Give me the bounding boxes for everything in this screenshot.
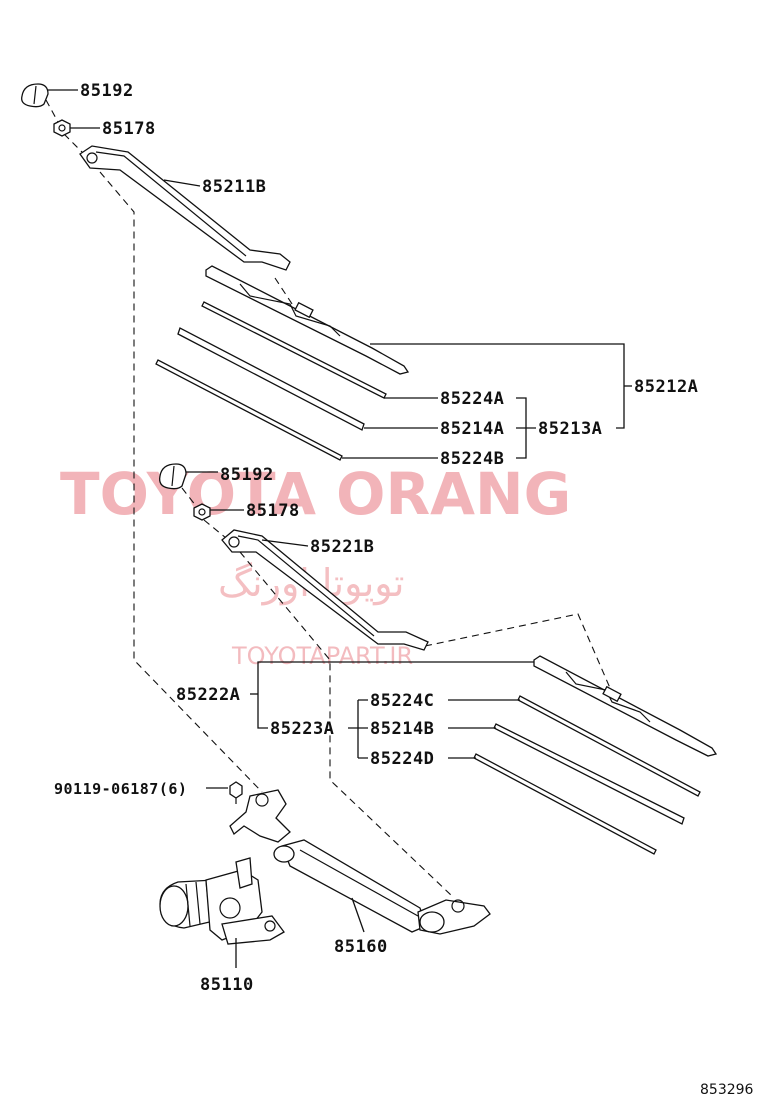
label-85211B: 85211B bbox=[202, 177, 266, 197]
wiper-nut-mid bbox=[193, 503, 211, 521]
refill-strip-85224D bbox=[473, 753, 657, 855]
refill-strip-85224B bbox=[155, 359, 343, 461]
dash-arm-link-left bbox=[99, 171, 263, 793]
bracket-85212A bbox=[370, 343, 625, 429]
label-85213A: 85213A bbox=[538, 419, 602, 439]
leader-85221B bbox=[261, 539, 309, 547]
leader-85211B bbox=[163, 179, 201, 187]
wiper-motor-85110 bbox=[159, 857, 285, 945]
wiper-arm-top bbox=[79, 145, 291, 271]
refill-strip-85224A bbox=[201, 301, 387, 399]
label-85192-top: 85192 bbox=[80, 81, 134, 101]
bolt-90119 bbox=[229, 781, 243, 804]
label-85221B: 85221B bbox=[310, 537, 374, 557]
dash-cap-nut-top bbox=[45, 99, 59, 123]
refill-strip-85224C bbox=[517, 695, 701, 797]
diagram-code: 853296 bbox=[700, 1082, 754, 1098]
dash-nut-arm-mid bbox=[203, 519, 227, 539]
wiper-arm-mid bbox=[221, 529, 429, 651]
label-85192-mid: 85192 bbox=[220, 465, 274, 485]
dash-arm-blade-mid bbox=[424, 613, 611, 689]
wiper-nut-top bbox=[53, 119, 71, 137]
label-85223A: 85223A bbox=[270, 719, 334, 739]
label-85110: 85110 bbox=[200, 975, 254, 995]
label-85214B: 85214B bbox=[370, 719, 434, 739]
wiper-cap-mid bbox=[159, 463, 187, 490]
label-85224B: 85224B bbox=[440, 449, 504, 469]
label-85178-top: 85178 bbox=[102, 119, 156, 139]
wiper-blade-mid bbox=[533, 655, 718, 757]
bracket-85213A bbox=[516, 397, 536, 459]
bracket-85222A bbox=[257, 661, 534, 729]
label-85224C: 85224C bbox=[370, 691, 434, 711]
label-85212A: 85212A bbox=[634, 377, 698, 397]
watermark-brand: TOYOTA ORANG bbox=[60, 460, 571, 528]
wiper-cap-top bbox=[21, 83, 49, 108]
label-85160: 85160 bbox=[334, 937, 388, 957]
label-85214A: 85214A bbox=[440, 419, 504, 439]
rubber-strip-85214A bbox=[177, 327, 365, 431]
wiper-link-85160 bbox=[229, 789, 491, 935]
bracket-85223A bbox=[348, 699, 368, 759]
label-85222A: 85222A bbox=[176, 685, 240, 705]
label-85178-mid: 85178 bbox=[246, 501, 300, 521]
label-85224D: 85224D bbox=[370, 749, 434, 769]
watermark-url: TOYOTAPART.IR bbox=[231, 642, 413, 670]
dash-cap-nut-mid bbox=[181, 487, 197, 507]
label-85224A: 85224A bbox=[440, 389, 504, 409]
label-90119: 90119-06187(6) bbox=[54, 780, 187, 798]
rubber-strip-85214B bbox=[493, 723, 685, 825]
leader-85160 bbox=[351, 897, 365, 933]
wiper-blade-top bbox=[205, 265, 410, 375]
